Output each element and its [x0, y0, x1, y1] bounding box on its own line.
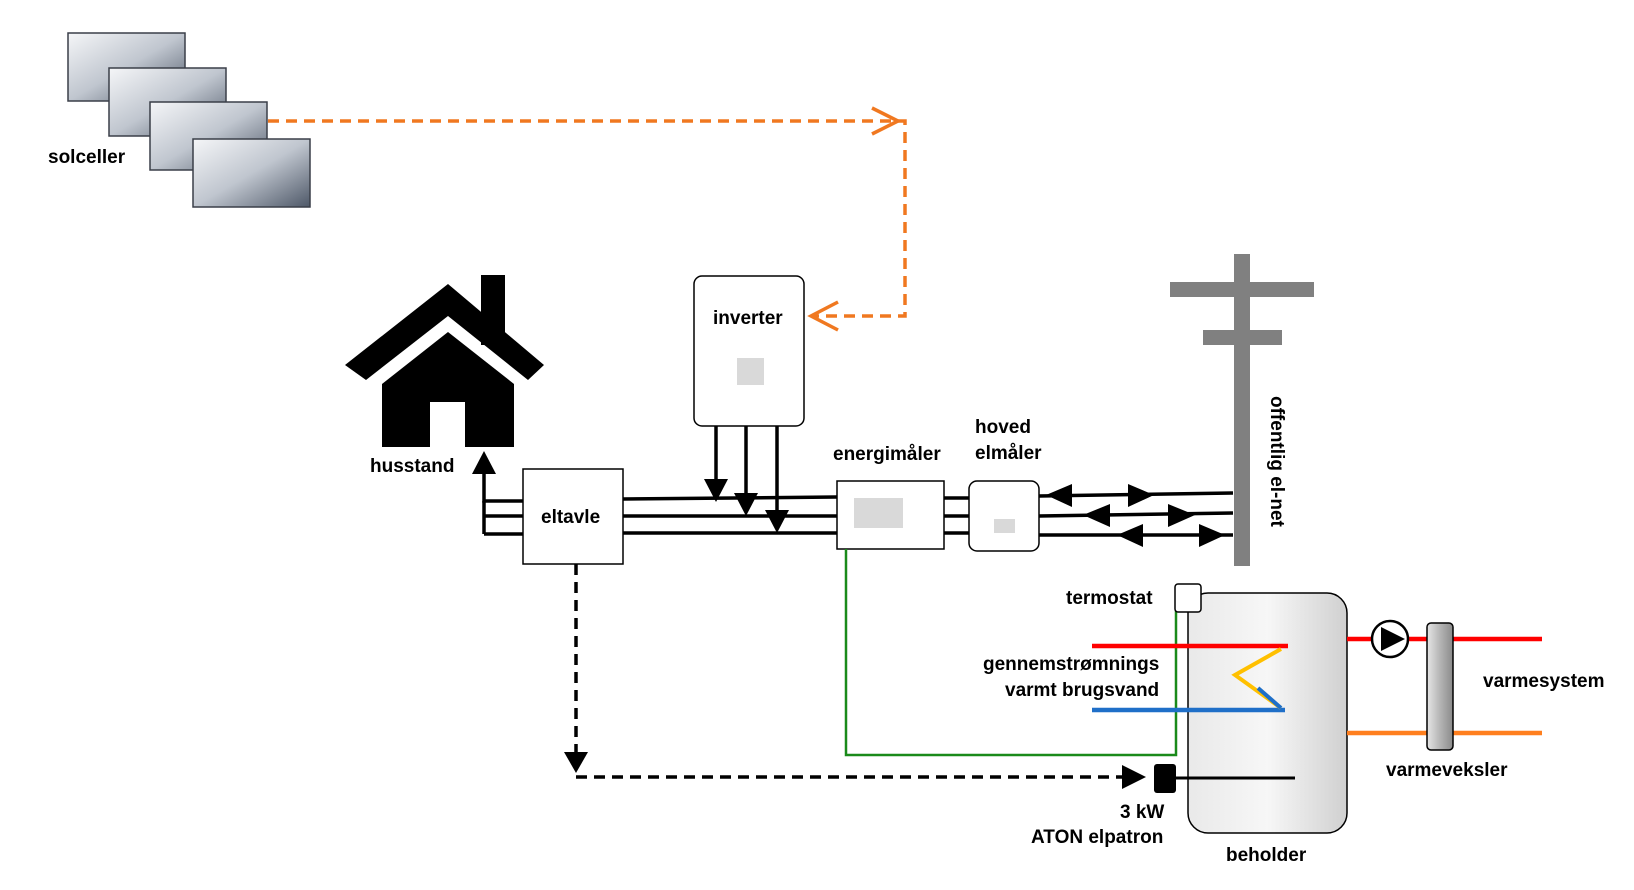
- energy-meter-screen: [854, 498, 903, 528]
- heater-label-line2: ATON elpatron: [1031, 827, 1163, 848]
- main-meter-label-line2: elmåler: [975, 443, 1042, 464]
- inverter-screen: [737, 358, 764, 385]
- utility-pole-icon: [1170, 254, 1314, 566]
- heater-right-arrow: [1122, 765, 1146, 789]
- tank-label: beholder: [1226, 845, 1307, 866]
- solar-dc-line: [268, 106, 907, 332]
- heater-element: [1154, 764, 1176, 793]
- main-meter-screen: [994, 519, 1015, 533]
- energy-meter-label: energimåler: [833, 444, 941, 465]
- main-meter-box: [968, 480, 1040, 552]
- heating-system-label: varmesystem: [1483, 671, 1604, 692]
- switchboard-label: eltavle: [541, 507, 600, 528]
- grid-label: offentlig el-net: [1266, 396, 1287, 528]
- main-meter-label-line1: hoved: [975, 417, 1031, 438]
- tank: [1187, 592, 1348, 834]
- grid-exchange-arrows: [1046, 484, 1225, 547]
- heat-exchanger: [1426, 622, 1454, 751]
- inverter-box: [693, 275, 805, 427]
- thermostat-signal-line: [844, 549, 1178, 757]
- house-label: husstand: [370, 456, 454, 477]
- switchboard-box: [522, 468, 624, 565]
- inverter-label: inverter: [713, 308, 783, 329]
- house-icon: [345, 275, 544, 447]
- hot-water-coil-cold: [1256, 686, 1283, 710]
- solar-panel-icon: [67, 32, 311, 208]
- house-supply-arrow: [472, 451, 496, 474]
- heater-down-arrow: [564, 752, 588, 773]
- thermostat-box: [1174, 583, 1202, 613]
- hot-water-label-line2: varmt brugsvand: [1005, 680, 1159, 701]
- house-door: [430, 402, 465, 447]
- heater-control-line: [574, 564, 1122, 779]
- pump-icon: [1370, 619, 1410, 659]
- heater-label-line1: 3 kW: [1120, 802, 1164, 823]
- thermostat-label: termostat: [1066, 588, 1153, 609]
- heat-exchanger-label: varmeveksler: [1386, 760, 1508, 781]
- hot-water-label-line1: gennemstrømnings: [983, 654, 1159, 675]
- solar-label: solceller: [48, 147, 126, 168]
